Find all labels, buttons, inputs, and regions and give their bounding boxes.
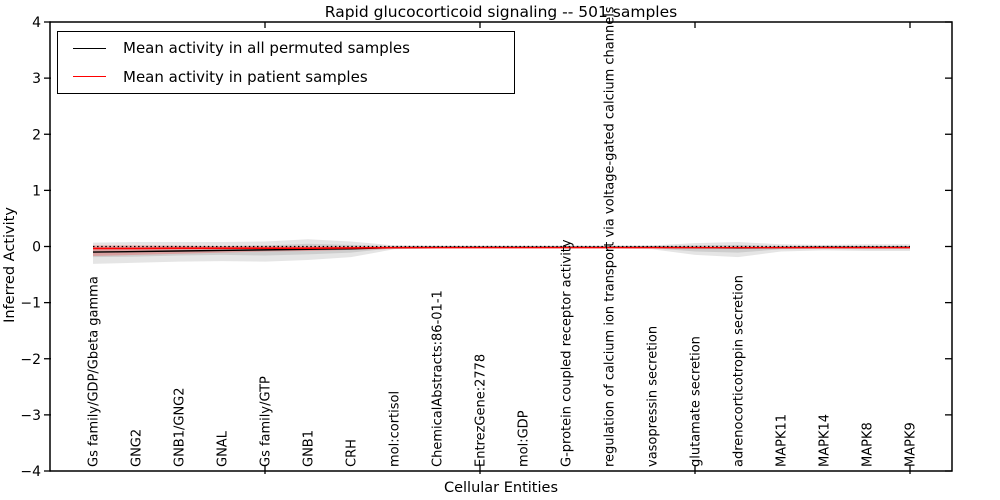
y-tick-label: −4 bbox=[20, 464, 41, 480]
y-tick-label: −1 bbox=[20, 296, 41, 312]
x-tick-label: GNB1 bbox=[302, 430, 317, 467]
x-tick-label: Gs family/GDP/Gbeta gamma bbox=[87, 276, 102, 467]
y-tick-label: −3 bbox=[20, 408, 41, 424]
patient-mean-line bbox=[93, 246, 910, 250]
x-tick-label: mol:GDP bbox=[517, 410, 532, 467]
x-tick-label: MAPK11 bbox=[775, 414, 790, 467]
x-tick-label: G-protein coupled receptor activity bbox=[560, 239, 575, 467]
x-tick-label: vasopressin secretion bbox=[646, 326, 661, 467]
x-tick-label: CRH bbox=[345, 439, 360, 467]
x-tick-label: regulation of calcium ion transport via … bbox=[603, 6, 618, 467]
y-tick-label: 4 bbox=[32, 15, 41, 31]
legend-label: Mean activity in all permuted samples bbox=[123, 39, 410, 58]
series-lines-layer bbox=[92, 245, 910, 253]
legend: Mean activity in all permuted samples Me… bbox=[57, 31, 515, 94]
x-tick-label: MAPK8 bbox=[861, 422, 876, 467]
x-tick-label: EntrezGene:2778 bbox=[474, 354, 489, 467]
chart-title: Rapid glucocorticoid signaling -- 501 sa… bbox=[325, 3, 677, 21]
confidence-bands-layer bbox=[93, 239, 910, 264]
x-tick-label: MAPK14 bbox=[818, 414, 833, 467]
y-tick-label: 0 bbox=[32, 240, 41, 256]
y-tick-label: 3 bbox=[32, 71, 41, 87]
x-tick-label: GNB1/GNG2 bbox=[173, 387, 188, 467]
x-tick-label: glutamate secretion bbox=[689, 336, 704, 467]
y-tick-label: 2 bbox=[32, 127, 41, 143]
x-tick-label: ChemicalAbstracts:86-01-1 bbox=[431, 290, 446, 467]
legend-label: Mean activity in patient samples bbox=[123, 67, 368, 86]
x-tick-label: mol:cortisol bbox=[388, 391, 403, 467]
axes-layer bbox=[44, 21, 953, 474]
confidence-band-permuted-confidence-outer bbox=[93, 239, 910, 264]
x-tick-label: GNAL bbox=[216, 430, 231, 467]
y-axis-label: Inferred Activity bbox=[2, 207, 18, 323]
x-axis-label: Cellular Entities bbox=[444, 480, 558, 496]
y-tick-label: −2 bbox=[20, 352, 41, 368]
legend-item-patient: Mean activity in patient samples bbox=[58, 63, 514, 91]
y-tick-label: 1 bbox=[32, 183, 41, 199]
legend-item-permuted: Mean activity in all permuted samples bbox=[58, 34, 514, 62]
legend-line-swatch-patient bbox=[73, 76, 106, 78]
x-tick-label: adrenocorticotropin secretion bbox=[732, 275, 747, 467]
x-tick-label: MAPK9 bbox=[904, 422, 919, 467]
x-tick-label: GNG2 bbox=[130, 429, 145, 467]
x-tick-label: Gs family/GTP bbox=[259, 376, 274, 467]
legend-line-swatch-permuted bbox=[73, 47, 106, 49]
